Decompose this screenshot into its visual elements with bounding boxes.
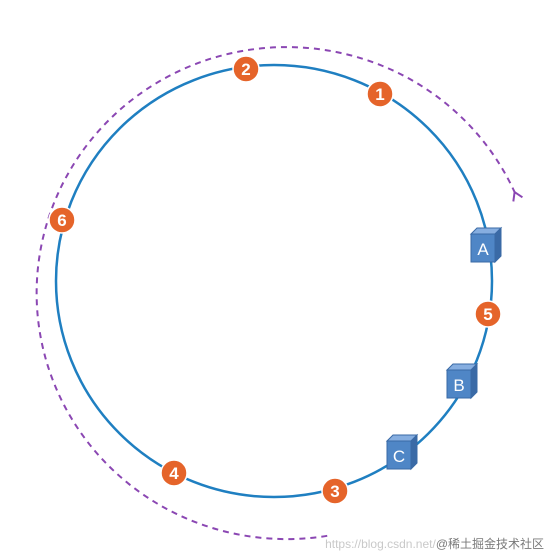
key-node-2: 2	[232, 55, 260, 83]
svg-text:3: 3	[330, 482, 339, 501]
watermark-brand: @稀土掘金技术社区	[435, 537, 544, 551]
key-node-1: 1	[366, 80, 394, 108]
hash-ring	[54, 63, 494, 499]
watermark: https://blog.csdn.net/@稀土掘金技术社区	[325, 535, 544, 552]
svg-text:B: B	[453, 376, 464, 395]
key-node-3: 3	[321, 477, 349, 505]
clockwise-arrow	[35, 46, 524, 541]
svg-text:1: 1	[375, 85, 384, 104]
server-c: C	[385, 433, 419, 471]
svg-text:C: C	[393, 447, 405, 466]
key-node-4: 4	[160, 459, 188, 487]
server-a: A	[469, 226, 503, 264]
svg-text:6: 6	[57, 211, 66, 230]
svg-text:4: 4	[169, 464, 179, 483]
key-node-5: 5	[474, 300, 502, 328]
watermark-url: https://blog.csdn.net/	[325, 537, 436, 551]
server-b: B	[445, 362, 479, 400]
svg-text:2: 2	[241, 60, 250, 79]
svg-text:A: A	[477, 240, 489, 259]
svg-text:5: 5	[483, 305, 492, 324]
key-node-6: 6	[48, 206, 76, 234]
